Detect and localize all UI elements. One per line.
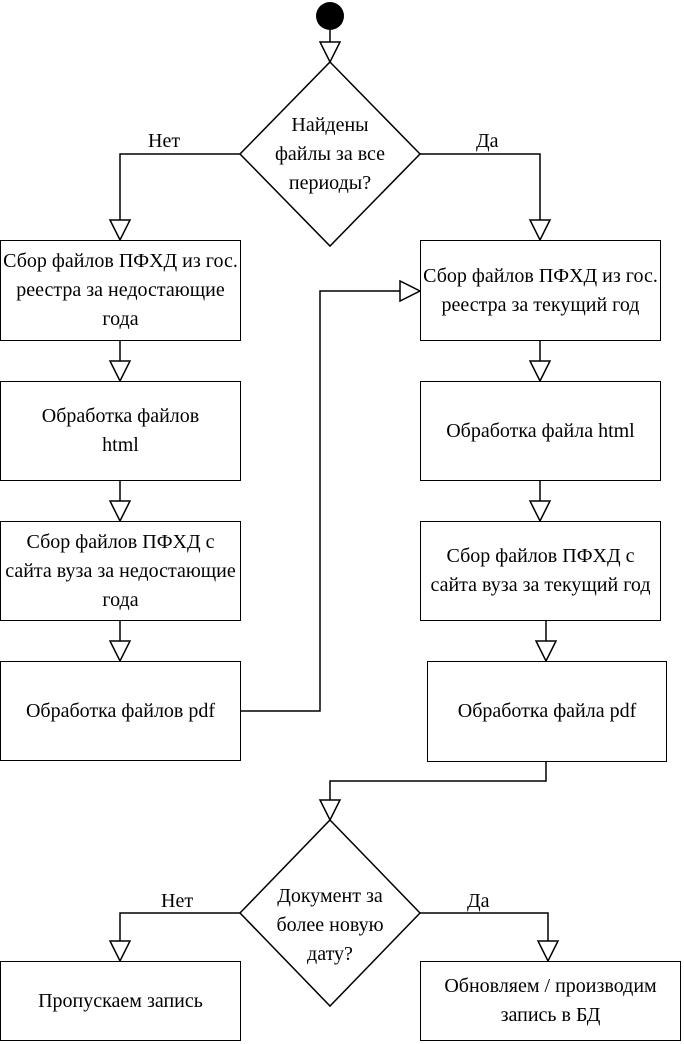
- decision-newer-date-text: Документ за более новую дату?: [276, 884, 384, 965]
- arrowhead: [108, 640, 132, 663]
- periods-yes-label: Да: [476, 130, 499, 152]
- arrowhead: [528, 500, 552, 523]
- left-collect-registry-box: Сбор файлов ПФХД из гос. реестра за недо…: [0, 240, 241, 341]
- decision-periods-text: Найдены файлы за все периоды?: [274, 113, 386, 194]
- arrowhead: [108, 500, 132, 523]
- start-node: [316, 2, 344, 30]
- right-process-pdf-box: Обработка файла pdf: [427, 661, 667, 762]
- update-record-box: Обновляем / производим запись в БД: [420, 961, 681, 1041]
- decision-periods-shape: [238, 60, 422, 248]
- connector-newer-yes: [420, 912, 549, 941]
- connector-newer-no: [119, 912, 240, 941]
- connector-periods-no: [119, 153, 240, 220]
- left-process-html-box: Обработка файлов html: [0, 381, 241, 481]
- right-collect-registry-box: Сбор файлов ПФХД из гос. реестра за теку…: [420, 240, 661, 341]
- arrowhead: [108, 940, 132, 963]
- connector-right-pdf-to-decision: [329, 762, 547, 800]
- arrowhead: [528, 219, 552, 242]
- decision-newer-date-shape: [238, 818, 422, 1008]
- skip-record-box: Пропускаем запись: [0, 961, 241, 1041]
- left-process-pdf-box: Обработка файлов pdf: [0, 661, 241, 761]
- arrowhead: [318, 41, 342, 64]
- arrowhead: [528, 360, 552, 383]
- arrowhead: [399, 279, 422, 303]
- connector-left-pdf-to-right: [241, 290, 400, 712]
- newer-date-no-label: Нет: [161, 890, 194, 912]
- right-collect-university-box: Сбор файлов ПФХД с сайта вуза за текущий…: [420, 521, 661, 621]
- arrowhead: [536, 940, 560, 963]
- arrowhead: [108, 219, 132, 242]
- right-process-html-box: Обработка файла html: [420, 381, 661, 481]
- arrowhead: [318, 799, 342, 822]
- newer-date-yes-label: Да: [467, 890, 490, 912]
- connector-periods-yes: [420, 153, 541, 220]
- left-collect-university-box: Сбор файлов ПФХД с сайта вуза за недоста…: [0, 521, 241, 621]
- periods-no-label: Нет: [148, 130, 181, 152]
- arrowhead: [534, 640, 558, 663]
- arrowhead: [108, 360, 132, 383]
- arrowheads: [108, 41, 560, 963]
- connector-lines: [119, 30, 549, 941]
